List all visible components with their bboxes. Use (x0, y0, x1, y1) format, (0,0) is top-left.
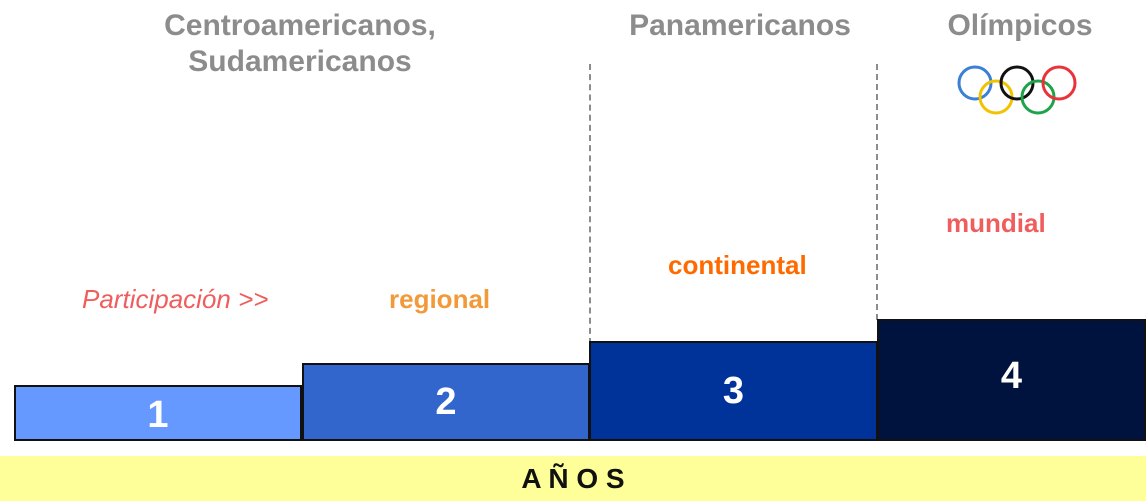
heading-sudamericanos: Sudamericanos (188, 45, 412, 78)
divider-regional-continental (589, 64, 591, 344)
heading-centro-sudamericanos: Centroamericanos, Sudamericanos (130, 8, 470, 80)
label-regional: regional (389, 284, 491, 314)
heading-panamericanos: Panamericanos (629, 9, 851, 42)
label-participacion: Participación >> (82, 284, 269, 314)
label-continental: continental (668, 250, 807, 280)
step-4: 4 (877, 319, 1146, 441)
divider-continental-mundial (876, 64, 878, 320)
step-3: 3 (589, 341, 878, 441)
label-mundial: mundial (946, 208, 1046, 238)
heading-centroamericanos: Centroamericanos, (164, 9, 436, 42)
step-2: 2 (302, 363, 590, 441)
anos-bar: A Ñ O S (0, 456, 1146, 501)
olympic-rings-icon (957, 65, 1077, 115)
anos-label: A Ñ O S (521, 462, 625, 494)
heading-olimpicos: Olímpicos (947, 9, 1093, 42)
step-1: 1 (14, 385, 302, 441)
